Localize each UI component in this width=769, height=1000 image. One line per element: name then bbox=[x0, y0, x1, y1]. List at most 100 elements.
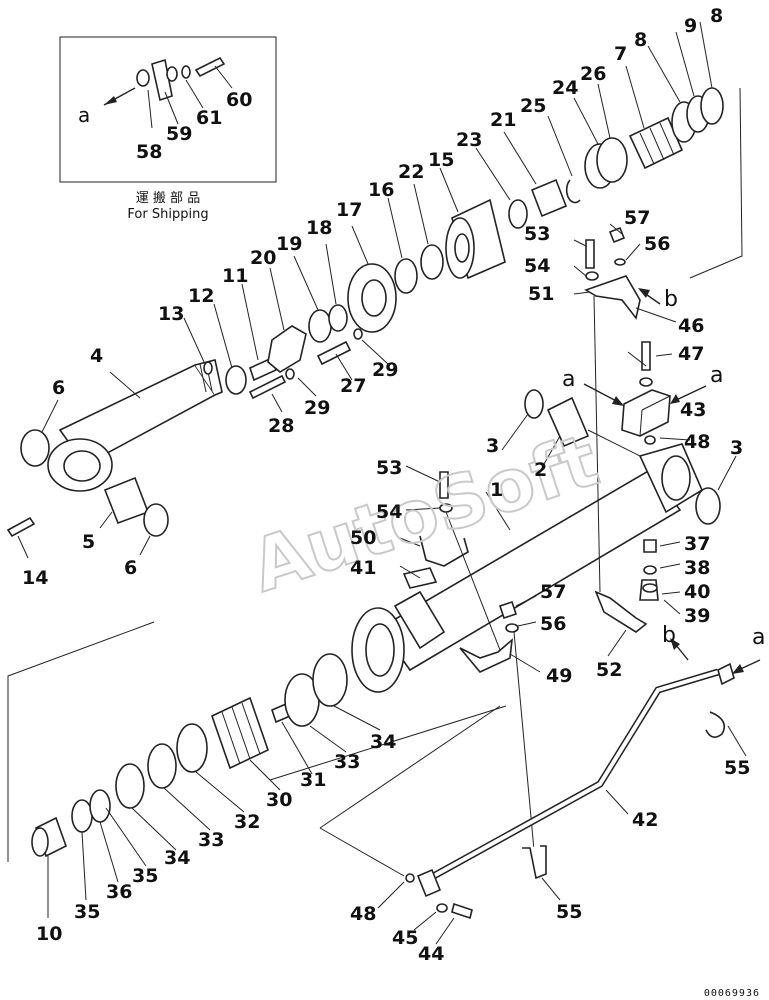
cylinder-tube bbox=[351, 226, 721, 693]
label-57b: 57 bbox=[540, 581, 566, 603]
label-25: 25 bbox=[520, 95, 546, 117]
label-11: 11 bbox=[222, 265, 248, 287]
part-32-ring bbox=[176, 723, 208, 773]
part-5-bushing bbox=[103, 476, 150, 525]
part-29-washer-a bbox=[285, 368, 295, 380]
leader-lines-upper bbox=[17, 21, 713, 559]
part-35-ring-a bbox=[71, 799, 93, 833]
part-19-ring bbox=[308, 309, 332, 343]
pipe-assembly bbox=[405, 662, 735, 920]
inset-frame bbox=[59, 36, 277, 183]
part-38-washer bbox=[643, 565, 657, 575]
part-34-ring-a bbox=[115, 763, 145, 809]
bracket-b-line bbox=[689, 87, 743, 279]
part-56-washer-b bbox=[505, 623, 519, 633]
label-8a: 8 bbox=[634, 29, 647, 51]
label-43: 43 bbox=[680, 399, 706, 421]
part-18-ring bbox=[328, 304, 348, 332]
ref-letter-a-3: a bbox=[752, 625, 765, 650]
label-28: 28 bbox=[268, 415, 294, 437]
ref-letter-a-1: a bbox=[562, 367, 575, 392]
label-54b: 54 bbox=[376, 501, 402, 523]
part-58-washer bbox=[136, 69, 150, 87]
part-48-oring-b bbox=[405, 873, 415, 883]
part-54-washer-a bbox=[585, 271, 599, 281]
label-19: 19 bbox=[276, 233, 302, 255]
part-61-washer bbox=[166, 66, 178, 82]
pipe-link-line-a bbox=[319, 705, 501, 829]
part-59-plate bbox=[151, 58, 173, 102]
part-56-washer-a bbox=[614, 258, 626, 266]
label-29a: 29 bbox=[372, 359, 398, 381]
label-2: 2 bbox=[534, 459, 547, 481]
label-58: 58 bbox=[136, 141, 162, 163]
label-38: 38 bbox=[684, 557, 710, 579]
reference-arrows: a a b b a bbox=[562, 287, 765, 674]
ref-letter-a-2: a bbox=[710, 363, 723, 388]
label-44: 44 bbox=[418, 943, 444, 965]
label-26: 26 bbox=[580, 63, 606, 85]
label-24: 24 bbox=[552, 77, 578, 99]
label-49: 49 bbox=[546, 665, 572, 687]
part-27-bolt bbox=[316, 340, 352, 366]
label-32: 32 bbox=[234, 811, 260, 833]
part-50-clamp bbox=[419, 535, 469, 567]
ref-letter-b-2: b bbox=[662, 623, 676, 648]
label-48b: 48 bbox=[350, 903, 376, 925]
part-48-oring-a bbox=[644, 435, 656, 445]
label-6a: 6 bbox=[52, 377, 65, 399]
label-7: 7 bbox=[614, 43, 627, 65]
label-52: 52 bbox=[596, 659, 622, 681]
part-44-bolt bbox=[451, 902, 473, 920]
part-42-fitting bbox=[717, 662, 735, 686]
label-30: 30 bbox=[266, 789, 292, 811]
part-13-pin bbox=[203, 361, 213, 375]
label-56a: 56 bbox=[644, 233, 670, 255]
part-61-ring bbox=[181, 65, 191, 79]
part-25-snap-ring bbox=[565, 179, 581, 204]
part-37-plug bbox=[643, 539, 657, 553]
label-53b: 53 bbox=[376, 457, 402, 479]
label-55b: 55 bbox=[556, 901, 582, 923]
ref-letter-b-1: b bbox=[664, 287, 678, 312]
part-23-ring bbox=[508, 199, 528, 229]
label-9: 9 bbox=[684, 15, 697, 37]
part-3-seal-a bbox=[524, 389, 544, 419]
label-8b: 8 bbox=[710, 5, 723, 27]
shipping-inset: a 58 59 61 60 bbox=[59, 36, 277, 183]
part-labels: 1 2 3 3 4 5 6 6 7 8 8 9 10 11 12 13 14 1… bbox=[22, 5, 750, 965]
part-29-washer-b bbox=[353, 328, 363, 340]
leader-lines-pipe bbox=[377, 725, 747, 945]
lower-bracket-line bbox=[7, 621, 155, 862]
label-27: 27 bbox=[340, 375, 366, 397]
part-34-ring-b bbox=[312, 653, 348, 707]
label-4: 4 bbox=[90, 345, 103, 367]
part-21-bushing bbox=[530, 178, 568, 218]
label-53a: 53 bbox=[524, 223, 550, 245]
part-22-ring bbox=[420, 244, 444, 280]
label-46: 46 bbox=[678, 315, 704, 337]
part-26-ring bbox=[596, 137, 628, 183]
part-20-plate bbox=[267, 325, 307, 373]
label-36: 36 bbox=[106, 881, 132, 903]
label-14: 14 bbox=[22, 567, 48, 589]
label-17: 17 bbox=[336, 199, 362, 221]
inset-letter-a: a bbox=[78, 103, 90, 127]
label-35a: 35 bbox=[132, 865, 158, 887]
part-28-bolt bbox=[248, 374, 287, 400]
label-10: 10 bbox=[36, 923, 62, 945]
label-48a: 48 bbox=[684, 431, 710, 453]
part-49-clamp bbox=[459, 638, 514, 673]
label-37: 37 bbox=[684, 533, 710, 555]
part-45-washer bbox=[436, 903, 448, 913]
part-51-clamp bbox=[584, 275, 641, 320]
drawing-number: 00069936 bbox=[704, 988, 760, 999]
part-57-nut-b bbox=[498, 600, 518, 620]
label-47: 47 bbox=[678, 343, 704, 365]
part-55-clip-b bbox=[522, 845, 547, 880]
label-51: 51 bbox=[528, 283, 554, 305]
label-18: 18 bbox=[306, 217, 332, 239]
label-35b: 35 bbox=[74, 901, 100, 923]
label-59: 59 bbox=[166, 123, 192, 145]
part-7-seal-pack bbox=[628, 116, 684, 170]
